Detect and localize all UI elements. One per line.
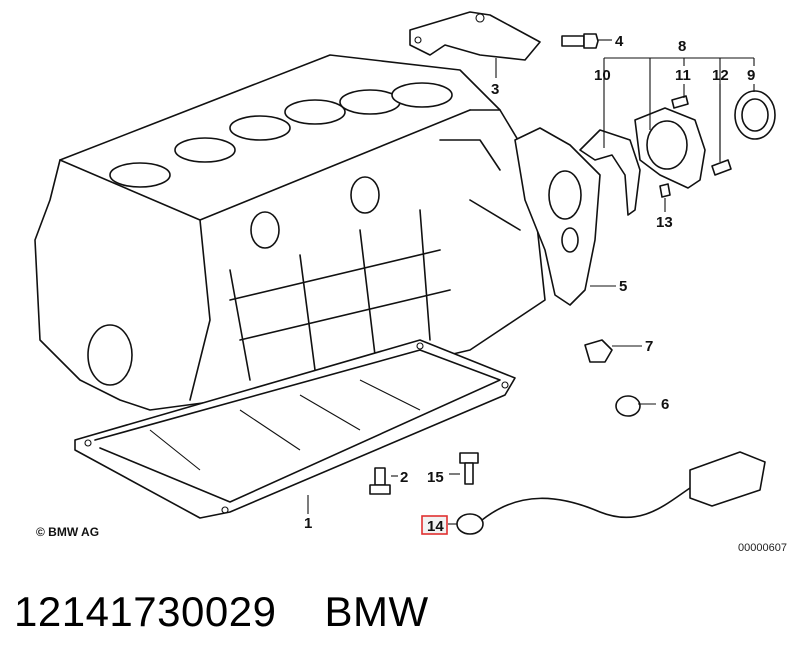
seal-carrier — [579, 129, 641, 216]
plug-6 — [615, 395, 641, 417]
brand-name: BMW — [324, 588, 429, 635]
callout-14[interactable]: 14 — [427, 518, 444, 535]
knock-sensor — [456, 451, 766, 535]
callout-1: 1 — [304, 515, 312, 532]
dowel-13 — [659, 183, 671, 198]
callout-11: 11 — [675, 67, 691, 84]
bolt-15 — [459, 452, 479, 485]
bolt-12 — [711, 159, 732, 176]
callout-6: 6 — [661, 396, 669, 413]
callout-5: 5 — [619, 278, 627, 295]
part-number: 12141730029 — [14, 588, 277, 635]
parts-diagram: 1 2 3 4 5 6 7 8 9 10 11 12 13 15 14 — [34, 11, 776, 535]
bracket — [409, 11, 541, 61]
seal-housing — [634, 107, 706, 189]
callout-10: 10 — [594, 67, 611, 84]
stud-2 — [369, 467, 391, 495]
plug-7 — [584, 339, 613, 363]
callout-9: 9 — [747, 67, 755, 84]
bolt-11 — [671, 95, 689, 109]
oil-pan — [74, 339, 516, 519]
callout-14-highlight[interactable] — [421, 515, 448, 535]
callout-15: 15 — [427, 469, 444, 486]
callout-7: 7 — [645, 338, 653, 355]
engine-block — [34, 54, 546, 411]
bolt-4 — [561, 33, 599, 49]
diagram-reference-code: 00000607 — [738, 542, 787, 554]
callout-13: 13 — [656, 214, 673, 231]
callout-12: 12 — [712, 67, 729, 84]
leader-lines — [307, 39, 755, 525]
callout-4: 4 — [615, 33, 624, 50]
callout-2: 2 — [400, 469, 408, 486]
shaft-seal — [734, 90, 776, 140]
callout-3: 3 — [491, 81, 499, 98]
footer-caption: 12141730029 BMW — [14, 588, 429, 636]
callout-8: 8 — [678, 38, 686, 55]
gasket — [514, 127, 601, 306]
copyright-text: © BMW AG — [36, 525, 100, 539]
